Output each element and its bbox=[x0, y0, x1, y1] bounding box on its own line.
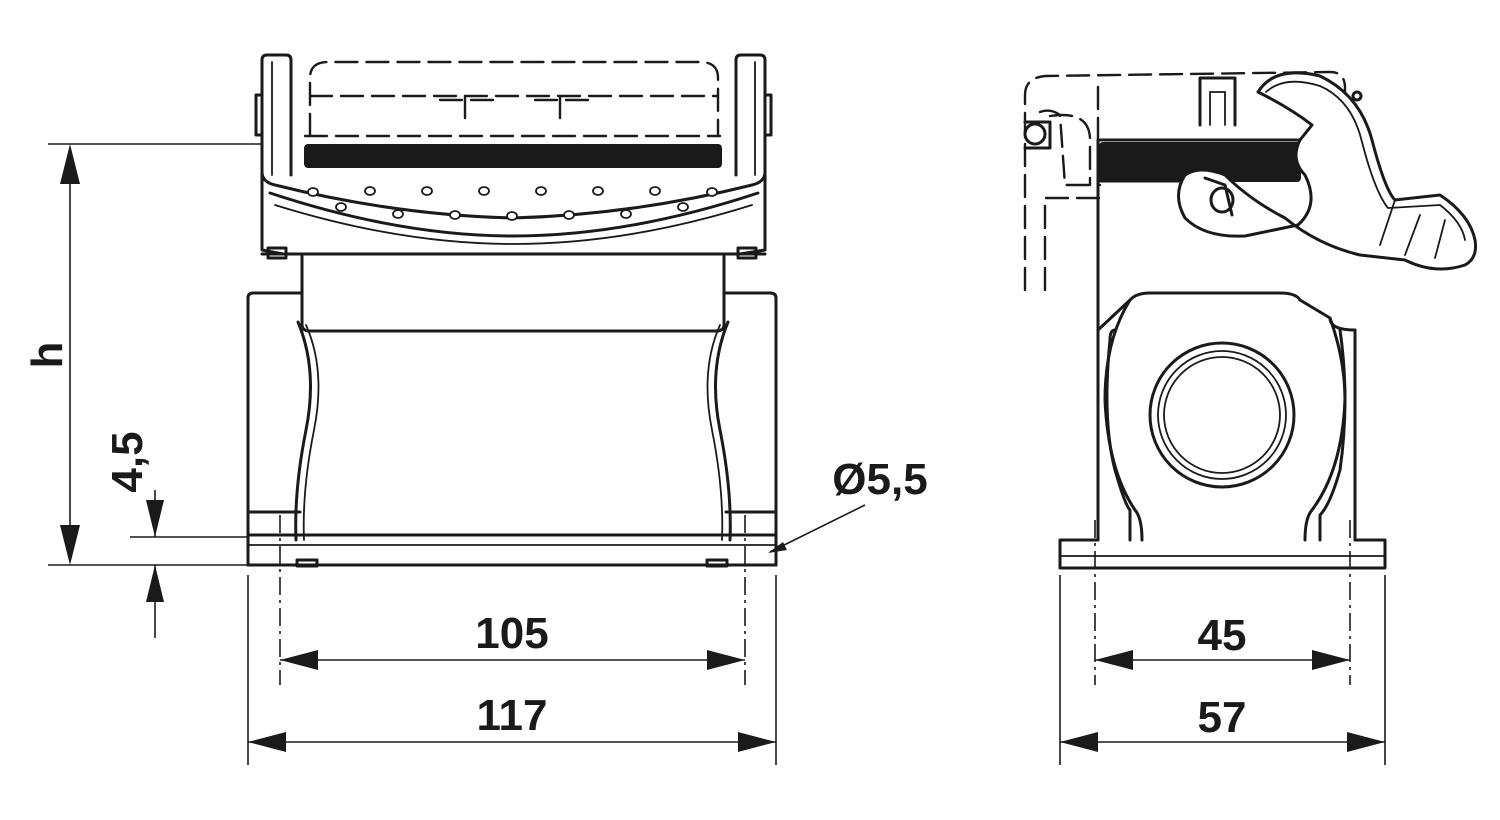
front-hood-neck bbox=[300, 252, 726, 333]
side-cover-phantom bbox=[1023, 70, 1363, 292]
label-105: 105 bbox=[475, 609, 548, 658]
side-view bbox=[1023, 70, 1477, 685]
hole-diameter-leader bbox=[768, 504, 866, 553]
label-117: 117 bbox=[477, 691, 548, 740]
front-view bbox=[246, 53, 778, 685]
front-hood bbox=[260, 170, 767, 260]
dim-45 bbox=[1095, 650, 1350, 670]
front-housing bbox=[246, 291, 778, 568]
label-hole-diameter: Ø5,5 bbox=[832, 455, 927, 504]
side-cable-entry bbox=[1148, 341, 1296, 489]
front-hole-centerlines bbox=[279, 515, 746, 685]
side-locking-lever bbox=[1177, 71, 1477, 271]
side-housing bbox=[1058, 291, 1387, 570]
label-height: h bbox=[23, 342, 72, 369]
front-lever-posts bbox=[254, 53, 773, 177]
label-57: 57 bbox=[1198, 693, 1247, 742]
label-base-thickness: 4,5 bbox=[103, 431, 152, 492]
front-seal bbox=[304, 144, 722, 168]
front-cover-phantom bbox=[303, 60, 722, 138]
dimension-lines bbox=[48, 143, 1386, 765]
dim-105 bbox=[280, 650, 745, 670]
height-dimension bbox=[60, 144, 80, 565]
label-45: 45 bbox=[1198, 611, 1247, 660]
side-hole-centerlines bbox=[1094, 520, 1351, 685]
dimension-labels: h 4,5 105 117 45 57 Ø5,5 bbox=[23, 342, 1246, 742]
dim-117 bbox=[248, 732, 776, 752]
front-vent-holes bbox=[307, 186, 718, 221]
dim-57 bbox=[1060, 732, 1385, 752]
base-thickness-dimension bbox=[146, 490, 164, 638]
